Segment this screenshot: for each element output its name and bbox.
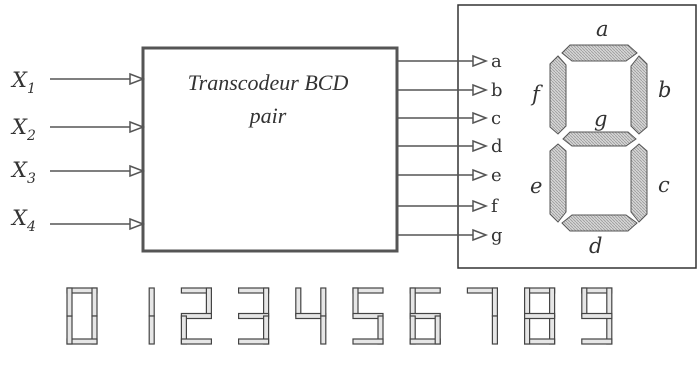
output-arrow-d [397,139,489,153]
segment-label-a: a [596,17,609,41]
digit-8-segment-g [523,312,556,320]
digit-4-segment-f [295,287,302,317]
output-label-e: e [491,165,502,186]
digit-7-segment-c [491,315,498,345]
digit-9 [581,287,613,345]
digit-4-segment-b [320,287,327,317]
digit-5 [352,287,384,345]
segment-b [630,55,648,135]
digit-6-segment-f [409,287,416,317]
output-label-d: d [491,136,503,157]
input-label-x3: X3 [10,158,36,187]
digit-0-segment-e [66,315,73,345]
digit-4 [295,287,327,345]
output-arrow-a [397,54,489,68]
digit-0 [66,287,98,345]
output-label-f: f [491,196,499,217]
digit-8-segment-f [523,287,531,317]
output-arrow-b [397,83,489,97]
segment-label-b: b [658,78,671,102]
digit-6 [409,287,441,345]
segment-f [549,55,567,135]
input-label-x1: X1 [10,68,36,97]
digit-9-segment-g [581,312,613,320]
segment-d [561,214,638,232]
input-arrows [50,72,146,231]
digit-2-segment-d [180,338,212,345]
digit-7-segment-b [491,287,498,317]
input-label-x4: X4 [10,206,36,235]
digit-1-segment-c [148,315,155,345]
digit-8-segment-e [523,315,531,345]
input-label-x2: X2 [10,115,36,144]
digit-4-segment-c [320,315,327,345]
output-label-g: g [491,225,503,246]
segment-label-f: f [530,82,543,106]
transcoder-block [141,46,399,253]
output-arrow-c [397,111,489,125]
segment-label-d: d [589,234,602,258]
segment-label-g: g [594,107,607,131]
digit-9-segment-d [581,338,613,345]
digit-strip [66,287,613,345]
digit-1 [148,287,155,345]
block-title-line1: Transcodeur BCD [188,70,349,95]
segment-e [549,143,567,223]
input-arrow-x2 [50,120,146,134]
digit-2 [180,287,212,345]
digit-2-segment-b [205,287,212,317]
digit-3-segment-b [263,287,270,317]
segment-a [561,44,638,62]
output-arrow-e [397,168,489,182]
digit-8 [523,287,556,345]
digit-7 [466,287,498,345]
segment-label-e: e [530,174,542,198]
output-label-c: c [491,108,501,129]
input-arrow-x1 [50,72,146,86]
seven-segment-display [549,44,648,232]
block-title-line2: pair [248,103,287,128]
output-arrow-g [397,228,489,242]
digit-9-segment-f [581,287,588,317]
digit-9-segment-b [606,287,613,317]
digit-8-segment-b [548,287,556,317]
digit-0-segment-b [91,287,98,317]
digit-0-segment-f [66,287,73,317]
input-arrow-x3 [50,164,146,178]
output-label-a: a [491,51,502,72]
digit-1-segment-b [148,287,155,317]
digit-5-segment-f [352,287,359,317]
output-arrow-f [397,199,489,213]
digit-6-segment-c [434,315,441,345]
output-arrows [397,54,489,242]
segment-c [630,143,648,223]
input-arrow-x4 [50,217,146,231]
digit-3 [238,287,270,345]
segment-g [562,131,637,147]
digit-5-segment-d [352,338,384,345]
output-label-b: b [491,80,503,101]
digit-3-segment-d [238,338,270,345]
segment-label-c: c [658,173,670,197]
